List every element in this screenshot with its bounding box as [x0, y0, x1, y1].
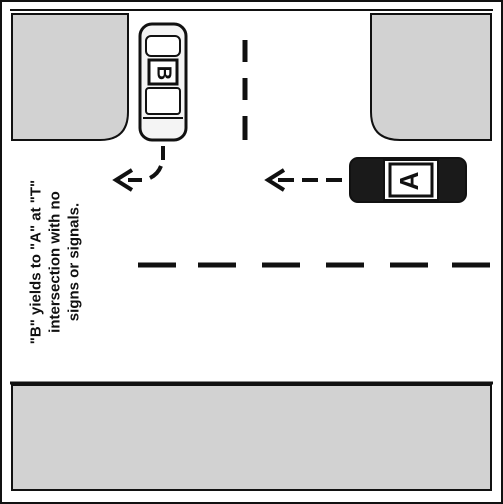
vehicle-a-label: A	[394, 171, 424, 190]
vehicle-b-label: B	[153, 66, 175, 80]
vehicle-b: B	[138, 22, 188, 142]
vehicle-a: A	[349, 157, 467, 203]
curb-block-top-right	[370, 13, 492, 141]
caption-line-3: signs or signals.	[65, 202, 83, 322]
caption-line-1: "B" yields to "A" at "T"	[27, 179, 45, 345]
curb-block-bottom	[11, 384, 492, 491]
caption-line-2: intersection with no	[46, 191, 64, 333]
curb-block-top-left	[11, 13, 129, 141]
vehicle-a-path-arrow	[264, 168, 342, 192]
diagram-caption: "B" yields to "A" at "T" intersection wi…	[27, 167, 84, 357]
vehicle-b-path-arrow	[112, 146, 165, 192]
